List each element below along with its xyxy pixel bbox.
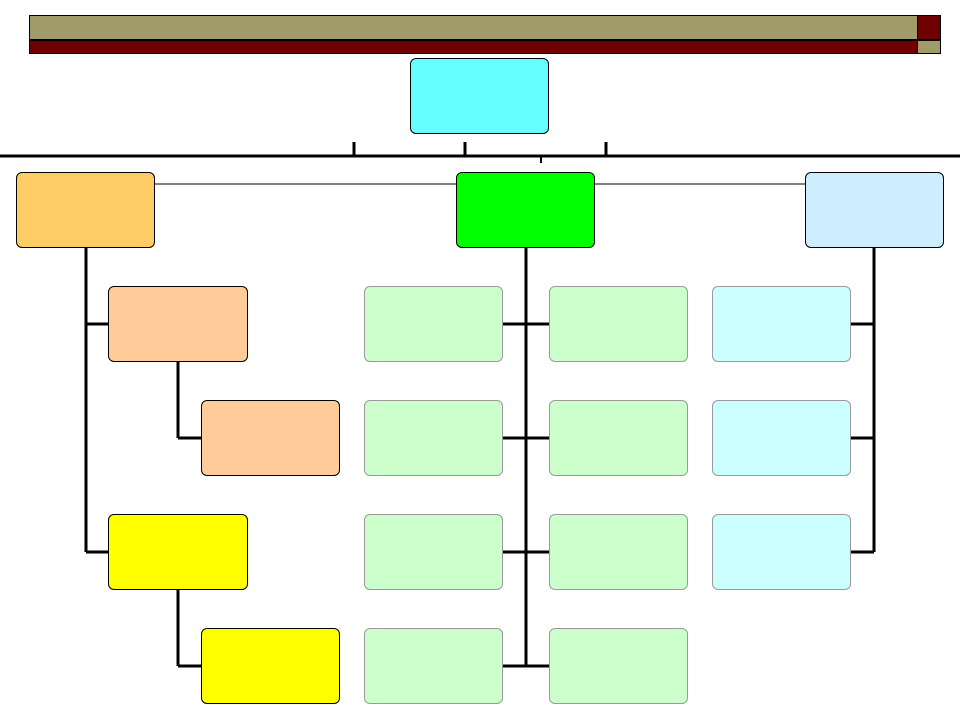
right-child-node xyxy=(712,400,851,476)
left-child-node xyxy=(108,286,248,362)
left-branch-node xyxy=(16,172,155,248)
center-child-node xyxy=(364,514,503,590)
banner-bottom-corner xyxy=(917,40,941,54)
center-child-node xyxy=(549,286,688,362)
center-child-node xyxy=(549,514,688,590)
left-grandchild-node xyxy=(201,400,340,476)
center-child-node xyxy=(364,400,503,476)
left-grandchild-node xyxy=(201,628,340,704)
left-child-node xyxy=(108,514,248,590)
banner-top-stripe xyxy=(29,15,918,40)
right-branch-node xyxy=(805,172,944,248)
right-child-node xyxy=(712,286,851,362)
root-node xyxy=(410,58,549,134)
right-child-node xyxy=(712,514,851,590)
center-child-node xyxy=(364,286,503,362)
center-branch-node xyxy=(456,172,595,248)
center-child-node xyxy=(364,628,503,704)
banner-top-corner xyxy=(917,15,941,40)
center-child-node xyxy=(549,400,688,476)
center-child-node xyxy=(549,628,688,704)
